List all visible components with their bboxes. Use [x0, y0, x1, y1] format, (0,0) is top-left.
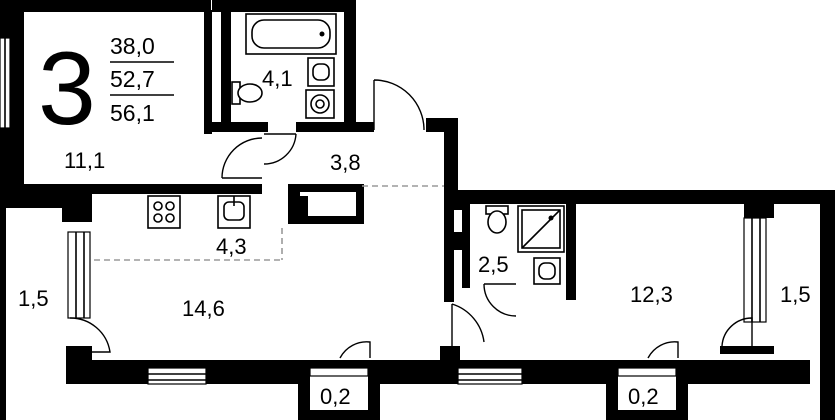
wall [66, 346, 92, 360]
room-label-bedroom-1: 11,1 [64, 148, 105, 173]
wall [356, 184, 364, 224]
toilet-icon [485, 205, 509, 234]
wall [298, 378, 310, 420]
wall [566, 200, 576, 300]
wall [300, 216, 364, 224]
wall [444, 190, 835, 204]
wall [0, 184, 262, 194]
window [743, 217, 767, 323]
wall [344, 0, 356, 132]
door-swing [263, 133, 297, 165]
wall [204, 10, 212, 134]
wall [444, 200, 454, 302]
windows [0, 37, 767, 385]
door-swing [647, 341, 679, 359]
wall [0, 0, 10, 38]
door-swing [221, 137, 263, 179]
wall [296, 122, 374, 132]
wall [300, 196, 308, 224]
wall [720, 346, 774, 354]
wall [606, 378, 618, 420]
sink-icon [307, 57, 335, 87]
sink-icon [533, 257, 561, 285]
shower-icon [517, 205, 565, 253]
window [309, 367, 369, 377]
wall [0, 0, 211, 12]
wall [454, 232, 464, 250]
wall [288, 184, 300, 224]
wall [212, 0, 356, 12]
wall [368, 378, 380, 420]
living-area: 38,0 [110, 33, 155, 59]
stove-icon [147, 195, 181, 229]
room-label-bathroom-2: 2,5 [478, 252, 509, 277]
room-label-bathroom-1: 4,1 [262, 66, 293, 91]
wall [440, 346, 460, 366]
wall [444, 118, 458, 200]
room-label-balcony-right: 1,5 [780, 282, 811, 307]
wall [288, 184, 362, 192]
door-swing [451, 303, 485, 350]
wall [744, 200, 774, 218]
niche-right [618, 374, 676, 410]
wall [676, 378, 688, 420]
room-label-balcony-left: 1,5 [18, 286, 49, 311]
room-label-niche-right: 0,2 [628, 384, 659, 409]
wall [204, 122, 268, 132]
wall [62, 200, 92, 222]
room-label-hallway: 3,8 [330, 150, 361, 175]
wall [0, 200, 6, 420]
wall [10, 0, 24, 190]
wall [221, 10, 231, 122]
wall [606, 410, 688, 420]
washing-machine-icon [305, 89, 335, 119]
door-swing [483, 283, 517, 317]
total-area: 52,7 [110, 66, 155, 92]
door-swing [339, 341, 371, 359]
kitchen-sink-icon [217, 195, 251, 229]
door-swing [69, 317, 111, 353]
door-swing [373, 79, 425, 131]
room-label-niche-left: 0,2 [320, 384, 351, 409]
room-count: 3 [38, 31, 96, 147]
window [457, 367, 523, 385]
room-label-bedroom-2: 12,3 [630, 282, 673, 307]
wall [298, 410, 380, 420]
window [617, 367, 677, 377]
door-swing [721, 317, 753, 347]
bathtub-icon [245, 13, 337, 55]
niche-left [310, 374, 368, 410]
wall [820, 200, 835, 420]
room-label-kitchen: 4,3 [216, 234, 247, 259]
room-label-living: 14,6 [182, 296, 225, 321]
window [67, 231, 91, 319]
toilet-icon [231, 81, 263, 105]
wall [462, 200, 470, 288]
window [147, 367, 207, 385]
gross-area: 56,1 [110, 100, 155, 126]
doors [69, 79, 753, 359]
